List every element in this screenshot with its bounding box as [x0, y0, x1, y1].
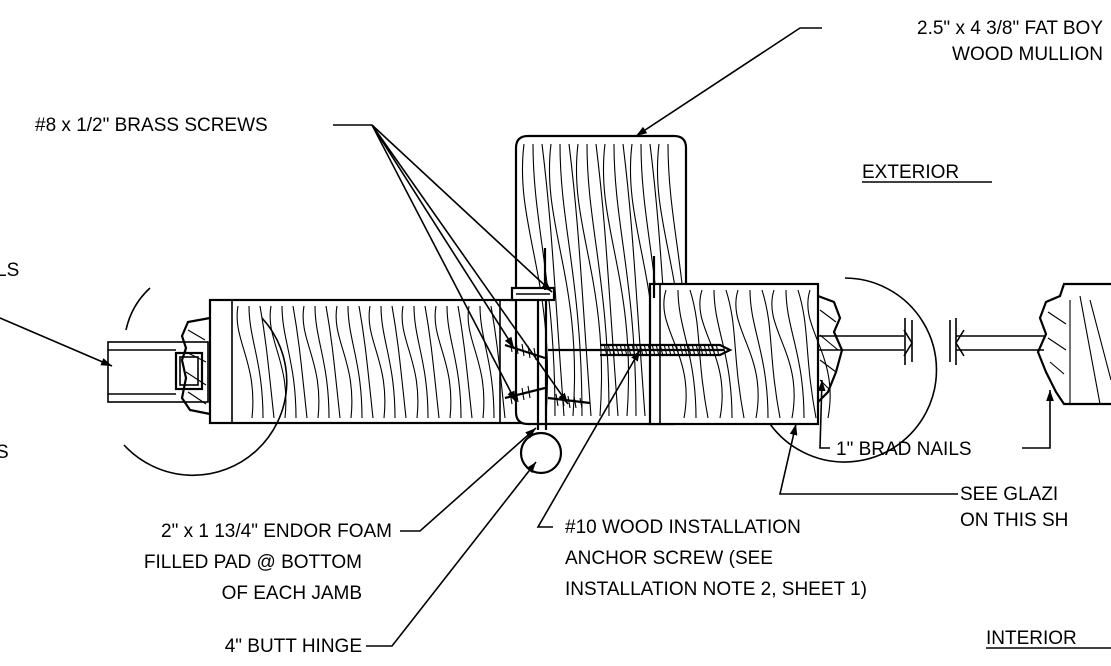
foam-label-line2: FILLED PAD @ BOTTOM [144, 552, 362, 573]
left-detail-circle [123, 317, 288, 477]
leader-lines [0, 27, 1111, 649]
left-cut-label-1: LS [0, 260, 19, 281]
right-detail-circle [769, 277, 938, 463]
glazing-label-line1: SEE GLAZI [960, 484, 1058, 505]
anchor-label-line1: #10 WOOD INSTALLATION [565, 517, 801, 538]
mullion-label-line2: WOOD MULLION [952, 44, 1103, 65]
glazing-label-line2: ON THIS SH [960, 510, 1068, 531]
anchor-label-line2: ANCHOR SCREW (SEE [565, 548, 773, 569]
exterior-label: EXTERIOR [862, 162, 959, 183]
mullion-post [514, 134, 691, 426]
mullion-label-line1: 2.5" x 4 3/8" FAT BOY [917, 18, 1103, 39]
far-right-glazing-stop [949, 282, 1111, 406]
foam-label-line3: OF EACH JAMB [222, 583, 362, 604]
interior-label: INTERIOR [986, 628, 1077, 649]
brad-nails-label: 1" BRAD NAILS [836, 439, 972, 460]
foam-label-line1: 2" x 1 13/4" ENDOR FOAM [161, 521, 392, 542]
screws-label: #8 x 1/2" BRASS SCREWS [35, 115, 268, 136]
anchor-label-line3: INSTALLATION NOTE 2, SHEET 1) [565, 579, 867, 600]
hinge-label: 4" BUTT HINGE [225, 636, 362, 657]
left-jamb-grain [236, 305, 506, 419]
left-glazing-stop [107, 316, 211, 416]
left-jamb [208, 298, 542, 425]
mullion-grain [521, 143, 691, 417]
left-cut-label-2: S [0, 442, 9, 463]
